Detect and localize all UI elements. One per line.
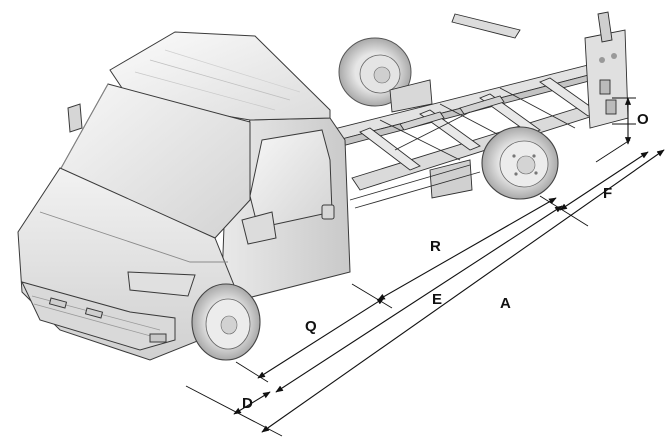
- dimension-labels: A D E F O Q R: [242, 111, 649, 412]
- dimension-line-r: [377, 197, 557, 301]
- rear-wheel-far: [338, 37, 412, 107]
- chassis-frame: [329, 11, 629, 209]
- label-r: R: [430, 238, 441, 255]
- dimension-line-f: [559, 151, 649, 211]
- label-a: A: [500, 295, 511, 312]
- dimension-lines: [185, 97, 665, 437]
- label-e: E: [432, 291, 442, 308]
- label-d: D: [242, 395, 253, 412]
- rear-wheel-near: [481, 126, 559, 200]
- dimension-line-q: [257, 297, 385, 379]
- cab: [17, 31, 351, 361]
- dimension-line-d: [233, 391, 271, 415]
- label-f: F: [603, 185, 612, 202]
- label-q: Q: [305, 318, 317, 335]
- label-o: O: [637, 111, 649, 128]
- front-wheel: [191, 283, 261, 361]
